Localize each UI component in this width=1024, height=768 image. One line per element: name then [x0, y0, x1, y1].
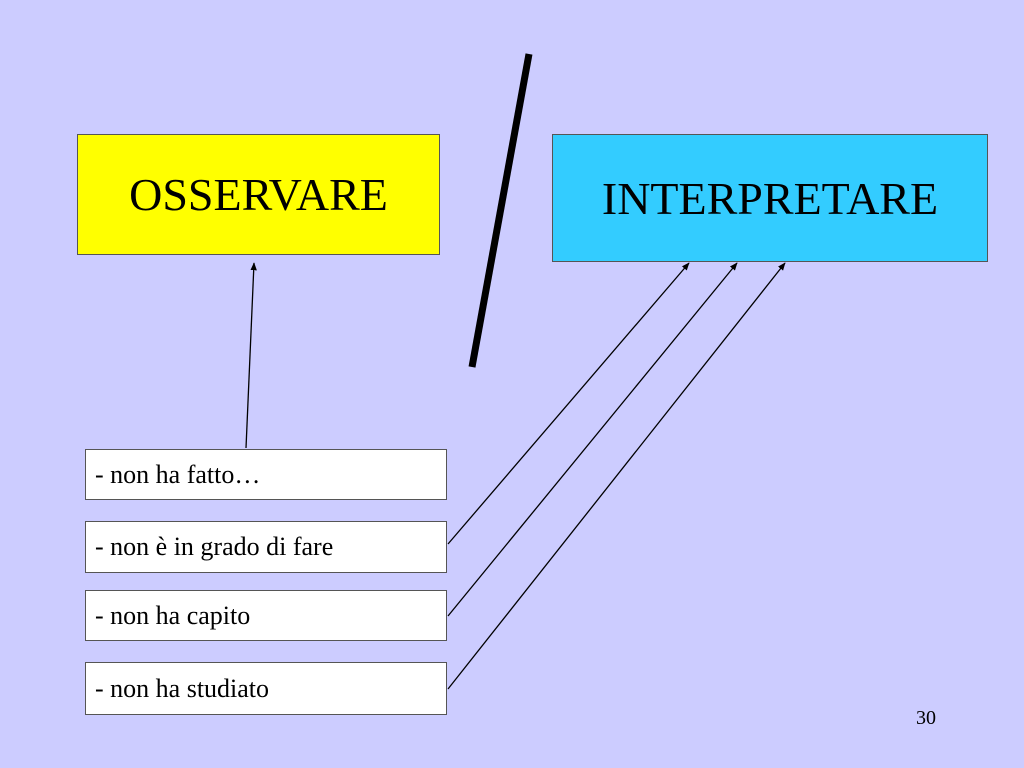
- cause-box-non-ha-studiato: - non ha studiato: [85, 662, 447, 715]
- arrow-capito-to-interpretare: [447, 262, 738, 617]
- cause-label: - non è in grado di fare: [95, 532, 334, 561]
- page-number: 30: [916, 707, 936, 729]
- cause-box-non-ha-fatto: - non ha fatto…: [85, 449, 447, 500]
- separator-slash: [468, 53, 533, 368]
- interpretare-label: INTERPRETARE: [601, 172, 939, 224]
- arrow-studiato-to-interpretare: [447, 262, 786, 690]
- osservare-box: OSSERVARE: [77, 134, 440, 255]
- arrow-fatto-to-osservare: [245, 262, 257, 449]
- cause-label: - non ha studiato: [95, 673, 270, 703]
- cause-box-non-in-grado: - non è in grado di fare: [85, 521, 447, 573]
- cause-label: - non ha fatto…: [95, 459, 261, 489]
- cause-label: - non ha capito: [95, 600, 251, 630]
- interpretare-box: INTERPRETARE: [552, 134, 988, 262]
- cause-box-non-ha-capito: - non ha capito: [85, 590, 447, 641]
- osservare-label: OSSERVARE: [129, 169, 388, 220]
- arrow-grado-to-interpretare: [447, 262, 690, 545]
